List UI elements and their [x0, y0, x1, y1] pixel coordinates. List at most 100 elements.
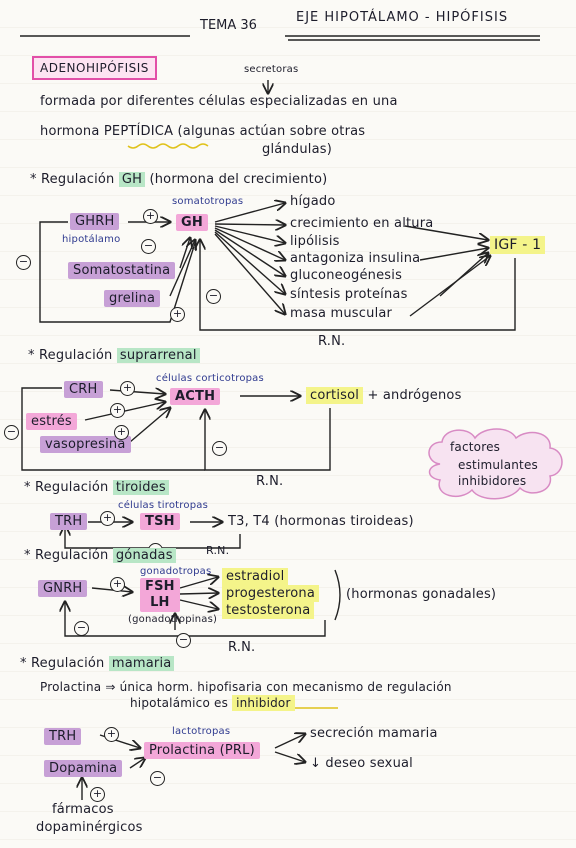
gonadas-rn-minus: −: [176, 628, 191, 648]
acth-box: ACTH: [170, 388, 221, 405]
ghrh-box: GHRH: [70, 213, 120, 230]
farmacos-line-2: dopaminérgicos: [36, 820, 143, 835]
gonadas-rn: R.N.: [228, 640, 256, 655]
adeno-line-2: hormona PEPTÍDICA (algunas actúan sobre …: [40, 124, 365, 139]
gh-target-5: gluconeogénesis: [290, 268, 403, 283]
section-title-adenohipofisis: ADENOHIPÓFISIS: [32, 56, 157, 80]
secrecion-label: secreción mamaria: [310, 726, 438, 741]
ghrh-plus: +: [143, 204, 158, 224]
gnrh-box: GNRH: [38, 580, 88, 597]
dopamina-box: Dopamina: [44, 760, 123, 777]
cloud-shape: [428, 428, 563, 500]
tiroides-heading-pre: * Regulación: [24, 480, 109, 495]
fsh-lh-box: FSH LH: [140, 578, 180, 612]
trh-box: TRH: [50, 513, 88, 530]
mamaria-line-1: Prolactina ⇒ única horm. hipofisaria con…: [40, 680, 452, 694]
gh-target-2: crecimiento en altura: [290, 216, 434, 231]
tsh-box: TSH: [140, 513, 180, 530]
androgenos-label: + andrógenos: [367, 388, 462, 403]
gonadas-heading: * Regulación gónadas: [24, 548, 176, 563]
farmacos-plus: +: [90, 782, 105, 802]
supra-rn-minus: −: [212, 436, 227, 456]
mamaria-heading-pre: * Regulación: [20, 656, 105, 671]
supra-heading: * Regulación suprarrenal: [28, 348, 200, 363]
gonadas-heading-pre: * Regulación: [24, 548, 109, 563]
gh-loop-minus: −: [16, 250, 31, 270]
gonadas-heading-highlight: gónadas: [112, 548, 176, 563]
deseo-label: ↓ deseo sexual: [310, 756, 413, 771]
lh-label: LH: [150, 595, 170, 610]
grelina-plus: +: [170, 302, 185, 322]
supra-heading-highlight: suprarrenal: [116, 348, 200, 363]
tema-label: TEMA 36: [200, 18, 257, 33]
gh-rn-minus: −: [206, 284, 221, 304]
secretoras-note: secretoras: [244, 64, 299, 75]
lactotropas-label: lactotropas: [172, 726, 231, 737]
gh-target-3: lipólisis: [290, 234, 340, 249]
cortisol-box: cortisol: [306, 387, 364, 404]
tiroides-heading-highlight: tiroides: [112, 480, 169, 495]
prolactina-box: Prolactina (PRL): [144, 742, 260, 759]
cloud-inhibidores: inhibidores: [458, 474, 527, 488]
vasopresina-plus: +: [114, 420, 129, 440]
somatostatina-box: Somatostatina: [68, 262, 176, 279]
supra-heading-pre: * Regulación: [28, 348, 113, 363]
corticotropas-label: células corticotropas: [156, 373, 264, 384]
gonadotropas-label: gonadotropas: [140, 566, 212, 577]
gh-target-6: síntesis proteínas: [290, 287, 408, 302]
gnrh-plus: +: [110, 572, 125, 592]
gh-target-4: antagoniza insulina: [290, 251, 421, 266]
supra-rn: R.N.: [256, 474, 284, 489]
mamaria-heading: * Regulación mamaria: [20, 656, 175, 671]
gh-heading: * Regulación GH (hormona del crecimiento…: [30, 172, 327, 187]
somatotropas-label: somatotropas: [172, 196, 244, 207]
crh-plus: +: [120, 376, 135, 396]
progesterona-box: progesterona: [222, 585, 320, 602]
gh-target-7: masa muscular: [290, 306, 393, 321]
hipotalamo-label: hipotálamo: [62, 234, 121, 245]
dopamina-minus: −: [150, 766, 165, 786]
vasopresina-box: vasopresina: [40, 436, 131, 453]
adeno-line-2b: (algunas actúan sobre otras: [177, 124, 366, 139]
peptidica-term: PEPTÍDICA: [103, 124, 174, 139]
gh-target-1: hígado: [290, 194, 336, 209]
estres-plus: +: [110, 398, 125, 418]
adeno-line-1: formada por diferentes células especiali…: [40, 94, 398, 109]
mamaria-line-2: hipotalámico es inhibidor: [130, 695, 295, 711]
t3t4-label: T3, T4 (hormonas tiroideas): [228, 514, 414, 529]
trh-plus: +: [100, 506, 115, 526]
gonadales-label: (hormonas gonadales): [346, 587, 497, 602]
somatostatina-minus: −: [141, 234, 156, 254]
inhibidor-term: inhibidor: [232, 695, 295, 711]
tirotropas-label: células tirotropas: [118, 500, 208, 511]
gh-heading-highlight: GH: [118, 172, 146, 187]
mamaria-heading-highlight: mamaria: [108, 656, 175, 671]
estradiol-box: estradiol: [222, 568, 289, 585]
cloud-estimulantes: estimulantes: [458, 458, 539, 472]
estres-box: estrés: [26, 413, 77, 430]
grelina-box: grelina: [104, 290, 161, 307]
cortisol-line: cortisol + andrógenos: [306, 387, 462, 404]
cloud-factores: factores: [450, 440, 501, 454]
supra-loop-minus: −: [4, 420, 19, 440]
igf1-box: IGF - 1: [490, 236, 546, 254]
tiroides-heading: * Regulación tiroides: [24, 480, 169, 495]
mamaria-line-2a: hipotalámico es: [130, 696, 229, 710]
mamaria-trh-plus: +: [104, 722, 119, 742]
tiroides-rn: R.N.: [206, 544, 230, 557]
gh-rn: R.N.: [318, 334, 346, 349]
gh-box: GH: [176, 214, 208, 231]
adeno-line-2a: hormona: [40, 124, 100, 139]
gh-heading-post: (hormona del crecimiento): [149, 172, 328, 187]
mamaria-trh-box: TRH: [44, 728, 82, 745]
testosterona-box: testosterona: [222, 602, 315, 619]
adeno-line-3: glándulas): [262, 142, 332, 157]
gonadotropinas-label: (gonadotropinas): [128, 614, 218, 625]
topic-title: EJE HIPOTÁLAMO - HIPÓFISIS: [296, 10, 509, 25]
fsh-label: FSH: [145, 579, 175, 594]
gh-heading-pre: * Regulación: [30, 172, 115, 187]
gonadas-loop-minus: −: [74, 616, 89, 636]
crh-box: CRH: [64, 381, 103, 398]
farmacos-line-1: fármacos: [52, 802, 114, 817]
